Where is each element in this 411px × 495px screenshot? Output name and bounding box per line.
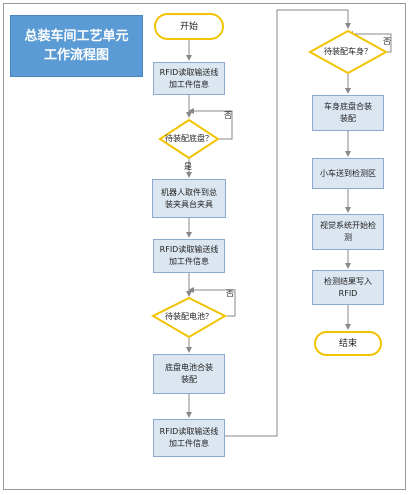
vision-inspection-box: 视觉系统开始检 测	[312, 214, 384, 250]
decision-chassis-shape	[158, 118, 220, 160]
rfid-read-box-1: RFID读取输送线 加工件信息	[153, 62, 225, 95]
label-no-chassis: 否	[224, 111, 232, 120]
title-line-2: 工作流程图	[43, 48, 109, 63]
battery-assembly-box: 底盘电池合装 装配	[153, 354, 225, 394]
end-terminal: 结束	[314, 331, 382, 356]
decision-chassis-label: 待装配底盘？	[165, 134, 213, 143]
edge-battery-no-loop	[188, 287, 236, 317]
robot-pick-box: 机器人取件到总 装夹具台夹具	[152, 179, 226, 218]
label-no-body: 否	[383, 37, 391, 46]
rfid-read-box-3: RFID读取输送线 加工件信息	[153, 419, 225, 457]
decision-battery-label: 待装配电池？	[165, 312, 213, 321]
edge-rfid3-body	[223, 9, 351, 437]
decision-body-shape	[307, 29, 389, 75]
label-no-battery: 否	[226, 289, 234, 298]
rfid-read-box-2: RFID读取输送线 加工件信息	[153, 239, 225, 273]
label-yes-chassis: 是	[184, 162, 192, 171]
diagram-title: 总装车间工艺单元 工作流程图	[10, 15, 143, 77]
to-inspection-box: 小车送到检测区	[312, 158, 384, 189]
write-rfid-box: 检测结果写入 RFID	[312, 270, 384, 305]
decision-body-label: 待装配车身？	[324, 47, 372, 56]
start-terminal: 开始	[154, 13, 224, 40]
title-line-1: 总装车间工艺单元	[24, 29, 129, 44]
decision-battery-shape	[150, 296, 228, 339]
edge-chassis-no-loop	[188, 108, 233, 140]
body-assembly-box: 车身底盘合装 装配	[312, 95, 384, 131]
